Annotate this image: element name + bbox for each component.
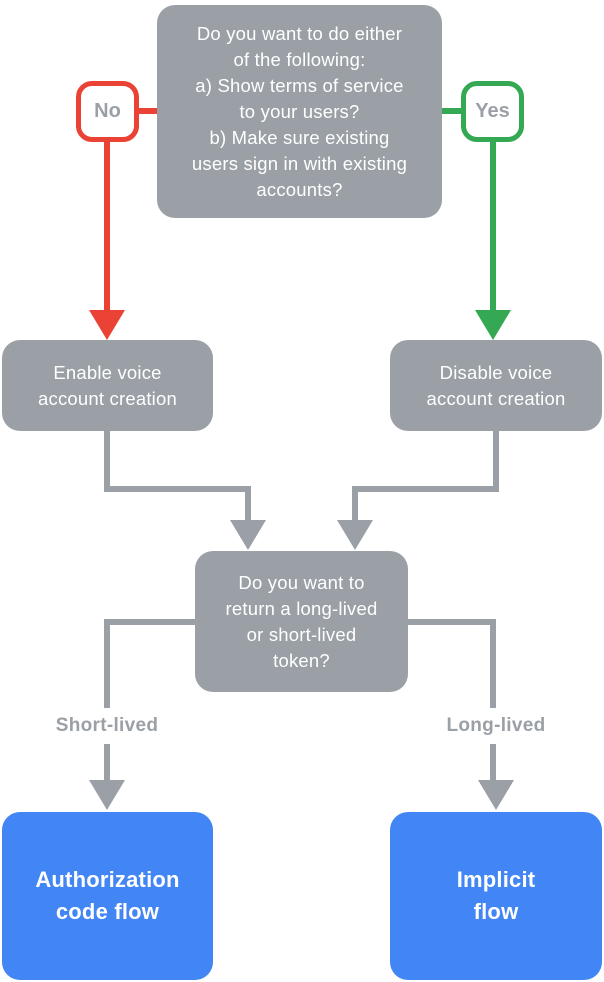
edge-disable-down <box>493 431 499 492</box>
edge-shortlived-horizontal <box>104 619 195 625</box>
edge-no-horizontal <box>134 108 157 114</box>
node-enable-voice-account-creation: Enable voice account creation <box>2 340 213 431</box>
arrowhead-shortlived-icon <box>89 780 125 810</box>
node-question-terms: Do you want to do either of the followin… <box>157 5 442 218</box>
edge-merge-left-vertical <box>245 486 251 522</box>
edge-yes-vertical <box>490 140 496 312</box>
badge-no: No <box>76 81 139 142</box>
edge-label-long-lived-text: Long-lived <box>446 715 546 736</box>
edge-merge-left-horizontal <box>104 486 251 492</box>
edge-shortlived-vertical <box>104 619 110 781</box>
node-disable-text: Disable voice account creation <box>426 361 566 409</box>
node-question-token-text: Do you want to return a long-lived or sh… <box>225 571 378 671</box>
badge-no-label: No <box>94 100 121 122</box>
edge-label-short-lived: Short-lived <box>22 708 192 744</box>
edge-label-short-lived-text: Short-lived <box>55 715 159 736</box>
badge-yes-label: Yes <box>475 100 510 122</box>
arrowhead-longlived-icon <box>478 780 514 810</box>
node-implicit-flow-text: Implicit flow <box>456 867 536 924</box>
badge-yes: Yes <box>461 81 524 142</box>
node-enable-text: Enable voice account creation <box>38 361 177 409</box>
arrowhead-merge-right-icon <box>337 520 373 550</box>
node-authorization-code-flow-text: Authorization code flow <box>35 867 180 924</box>
arrowhead-merge-left-icon <box>230 520 266 550</box>
edge-merge-right-vertical <box>352 486 358 522</box>
edge-merge-right-horizontal <box>352 486 499 492</box>
arrowhead-no-icon <box>89 310 125 340</box>
node-disable-voice-account-creation: Disable voice account creation <box>390 340 602 431</box>
edge-longlived-horizontal <box>408 619 496 625</box>
edge-enable-down <box>104 431 110 492</box>
edge-yes-horizontal <box>442 108 465 114</box>
node-implicit-flow: Implicit flow <box>390 812 602 980</box>
node-authorization-code-flow: Authorization code flow <box>2 812 213 980</box>
arrowhead-yes-icon <box>475 310 511 340</box>
node-question-terms-text: Do you want to do either of the followin… <box>191 22 408 200</box>
edge-label-long-lived: Long-lived <box>411 708 581 744</box>
node-question-token-lifetime: Do you want to return a long-lived or sh… <box>195 551 408 692</box>
edge-no-vertical <box>104 140 110 312</box>
edge-longlived-vertical <box>490 619 496 781</box>
